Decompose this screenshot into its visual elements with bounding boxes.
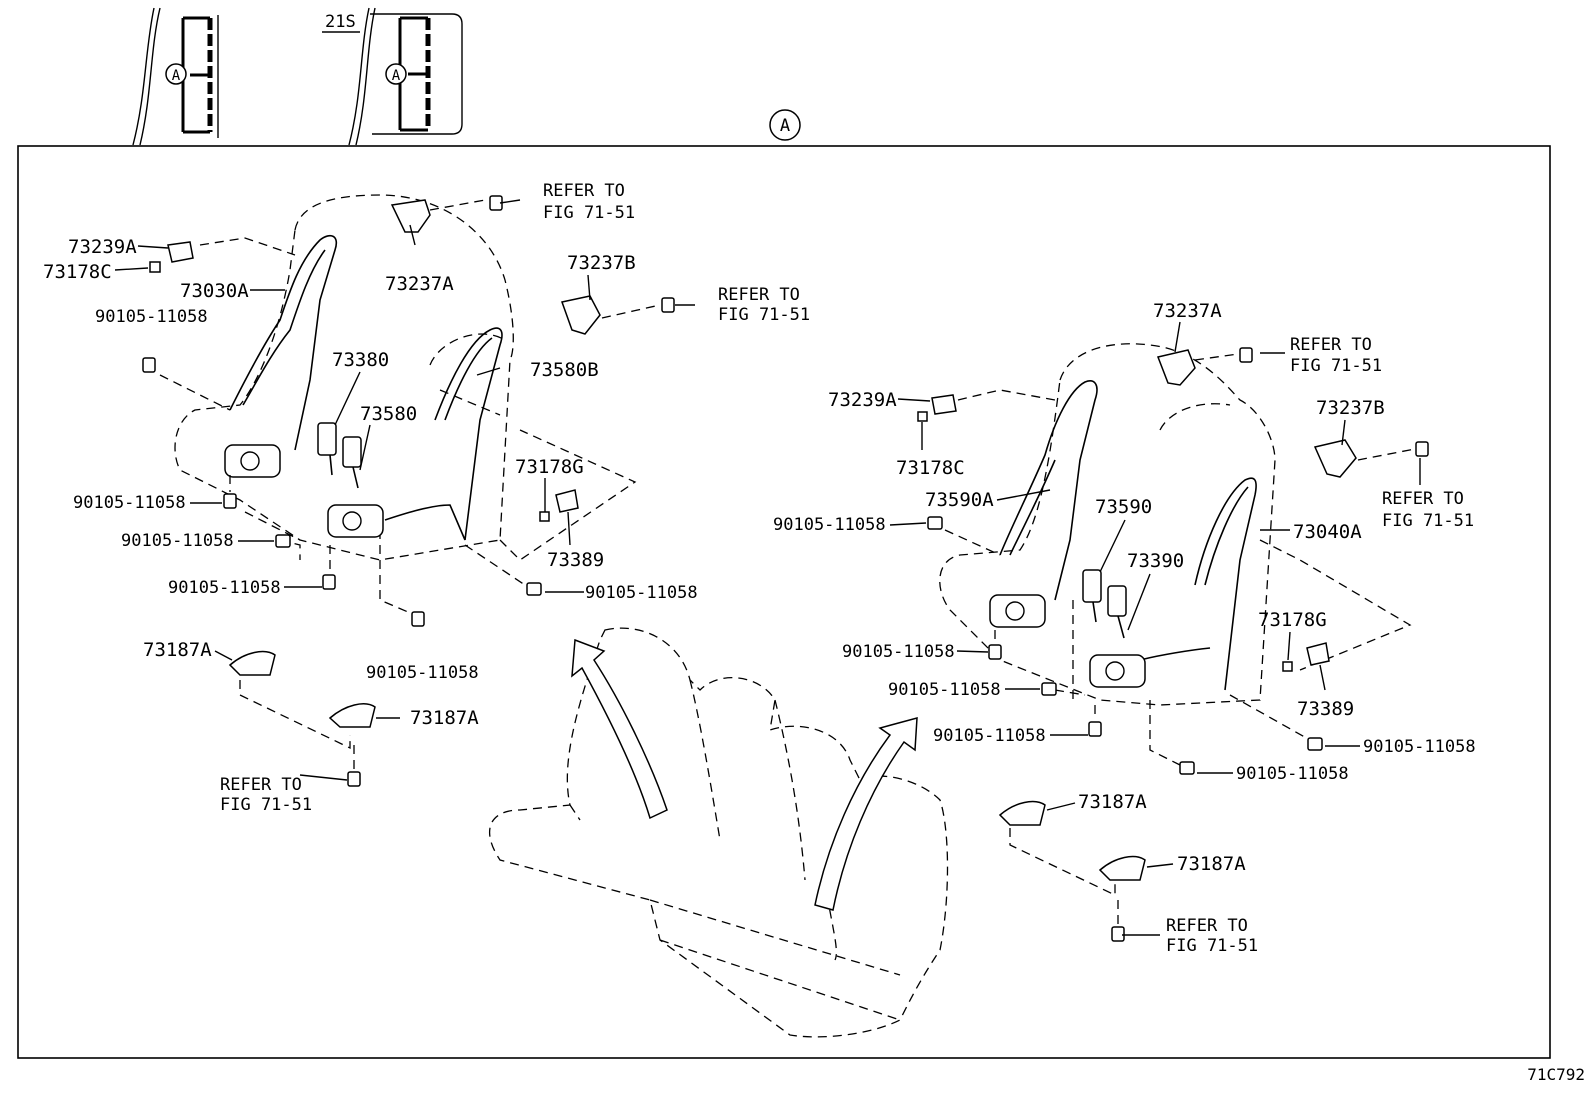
inset-variant-label: 21S — [325, 12, 356, 32]
floor-cover-73187A-left-2 — [328, 703, 376, 728]
cover-73237A-right — [1156, 349, 1196, 386]
right-seat-assembly — [889, 321, 1429, 942]
label-73237A-right: 73237A — [1153, 300, 1222, 322]
label-73239A-right: 73239A — [828, 389, 897, 411]
label-73178C-left: 73178C — [43, 261, 112, 283]
retractor-right-2 — [1089, 654, 1146, 688]
ref-left-3-line1: REFER TO — [220, 775, 302, 795]
clip-73389-right — [1306, 642, 1330, 666]
label-bolt-right-6: 90105-11058 — [1236, 764, 1349, 784]
ref-left-3-line2: FIG 71-51 — [220, 795, 312, 815]
bolt-icons-left — [142, 195, 675, 787]
rear-seat-outline — [489, 627, 949, 1038]
label-bolt-right-4: 90105-11058 — [933, 726, 1046, 746]
ref-left-1-line2: FIG 71-51 — [543, 203, 635, 223]
clip-73239A-right — [931, 394, 957, 415]
label-73580: 73580 — [360, 403, 417, 425]
retractor-left-2 — [327, 504, 384, 538]
buckle-73380 — [317, 422, 337, 456]
label-73380: 73380 — [332, 349, 389, 371]
inset-a-letter-left: A — [172, 68, 181, 84]
buckle-73390 — [1107, 585, 1127, 617]
label-73187A-left-2: 73187A — [410, 707, 479, 729]
label-73178G-left: 73178G — [515, 456, 584, 478]
ref-left-2-line1: REFER TO — [718, 285, 800, 305]
ref-right-1-line2: FIG 71-51 — [1290, 356, 1382, 376]
label-bolt-right-5: 90105-11058 — [1363, 737, 1476, 757]
label-73239A-left: 73239A — [68, 236, 137, 258]
retractor-left-1 — [224, 444, 281, 478]
label-73389-left: 73389 — [547, 549, 604, 571]
inset-right: 21S A — [322, 7, 463, 146]
label-bolt-right-2: 90105-11058 — [842, 642, 955, 662]
ref-left-2-line2: FIG 71-51 — [718, 305, 810, 325]
cap-73178C-left — [149, 261, 161, 273]
buckle-73590 — [1082, 569, 1102, 603]
cover-73237A-left — [390, 199, 431, 233]
ref-right-3-line2: FIG 71-51 — [1166, 936, 1258, 956]
floor-cover-73187A-right-1 — [998, 800, 1046, 826]
inset-a-letter-right: A — [392, 68, 401, 84]
left-seat-assembly — [114, 194, 695, 787]
ref-right-2-line1: REFER TO — [1382, 489, 1464, 509]
label-73187A-right-1: 73187A — [1078, 791, 1147, 813]
ref-right-2-line2: FIG 71-51 — [1382, 511, 1474, 531]
label-bolt-left-1: 90105-11058 — [95, 307, 208, 327]
label-73389-right: 73389 — [1297, 698, 1354, 720]
inset-a-marker-right — [385, 63, 407, 85]
view-a-letter: A — [780, 116, 790, 136]
label-73030A: 73030A — [180, 280, 249, 302]
ref-right-1-line1: REFER TO — [1290, 335, 1372, 355]
ref-left-1-line1: REFER TO — [543, 181, 625, 201]
label-bolt-right-3: 90105-11058 — [888, 680, 1001, 700]
clip-73389-left — [555, 489, 579, 513]
label-73040A: 73040A — [1293, 521, 1362, 543]
label-bolt-left-6: 90105-11058 — [366, 663, 479, 683]
left-labels: 73239A 73178C 73030A 73237A 73237B 73380… — [43, 181, 810, 815]
label-73390: 73390 — [1127, 550, 1184, 572]
figure-code: 71C792 — [1527, 1065, 1585, 1084]
label-bolt-left-4: 90105-11058 — [168, 578, 281, 598]
label-73178G-right: 73178G — [1258, 609, 1327, 631]
label-73237B-left: 73237B — [567, 252, 636, 274]
label-73580B: 73580B — [530, 359, 599, 381]
label-73590A: 73590A — [925, 489, 994, 511]
label-bolt-left-2: 90105-11058 — [73, 493, 186, 513]
label-73237B-right: 73237B — [1316, 397, 1385, 419]
label-73187A-left-1: 73187A — [143, 639, 212, 661]
right-labels: 73237A 73239A 73178C 73237B 73590A 73590… — [773, 300, 1476, 956]
label-73237A-left: 73237A — [385, 273, 454, 295]
cap-73178G-right — [1282, 661, 1293, 672]
label-bolt-left-5: 90105-11058 — [585, 583, 698, 603]
inset-a-marker-left — [165, 63, 187, 85]
label-73187A-right-2: 73187A — [1177, 853, 1246, 875]
cap-73178G-left — [539, 511, 550, 522]
bolt-icons-right — [927, 347, 1429, 942]
label-bolt-right-1: 90105-11058 — [773, 515, 886, 535]
cover-73237B-right — [1313, 439, 1357, 478]
cover-73237B-left — [561, 295, 601, 335]
clip-73239A-left — [167, 241, 194, 263]
buckle-73580 — [342, 436, 362, 468]
view-a-marker — [769, 109, 801, 141]
retractor-right-1 — [989, 594, 1046, 628]
main-frame — [17, 145, 1551, 1059]
cap-73178C-right — [917, 411, 928, 422]
label-73590: 73590 — [1095, 496, 1152, 518]
floor-cover-73187A-left-1 — [228, 650, 276, 676]
floor-cover-73187A-right-2 — [1098, 855, 1146, 881]
label-73178C-right: 73178C — [896, 457, 965, 479]
label-bolt-left-3: 90105-11058 — [121, 531, 234, 551]
ref-right-3-line1: REFER TO — [1166, 916, 1248, 936]
inset-left: A — [132, 7, 219, 146]
